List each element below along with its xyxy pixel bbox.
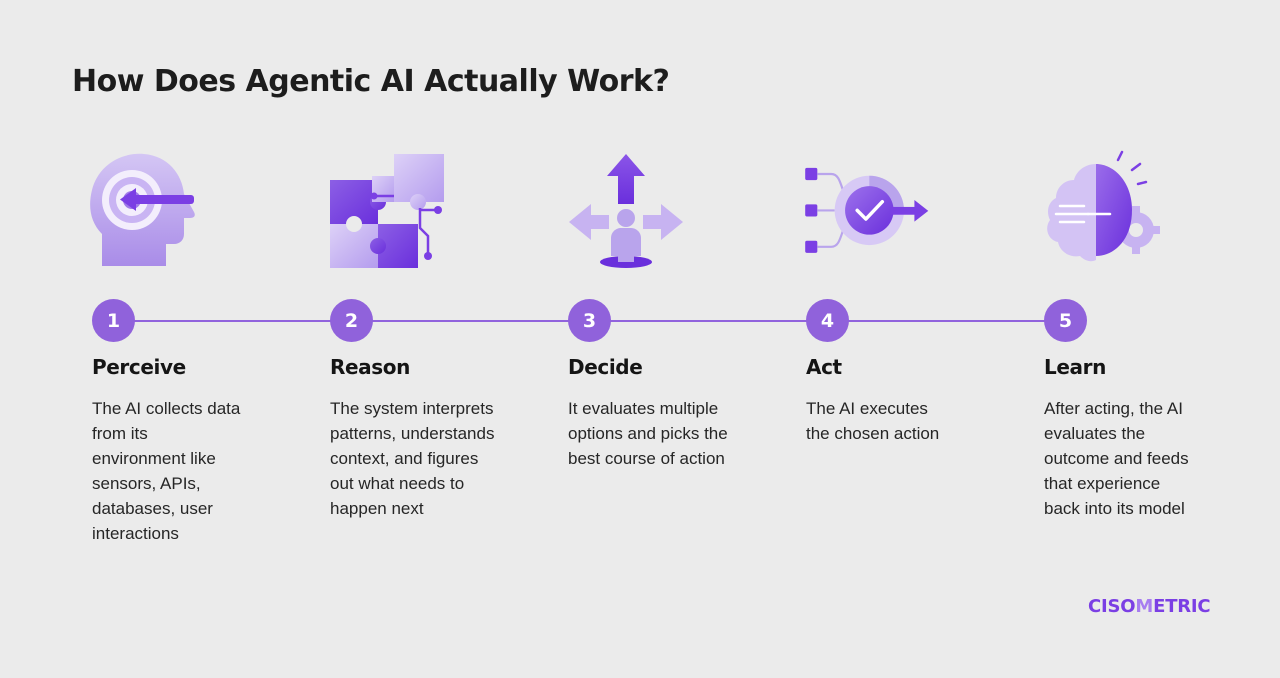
step-4-description: The AI executes the chosen action [806,399,940,443]
logo-part-3: ETRIC [1153,596,1211,617]
step-1-title: Perceive [92,355,186,379]
step-5-title: Learn [1044,355,1106,379]
step-4-title: Act [806,355,842,379]
cisometric-logo: CISOMETRIC [1088,596,1211,617]
step-5-number: 5 [1044,299,1087,342]
step-2-number: 2 [330,299,373,342]
brain-gear-icon [1047,150,1160,262]
logo-part-1: CISO [1088,596,1136,617]
step-5-description: After acting, the AI evaluates the outco… [1044,399,1189,518]
step-2-title: Reason [330,355,410,379]
step-3-number: 3 [568,299,611,342]
logo-part-2: M [1135,596,1154,617]
person-arrows-icon [569,154,683,268]
step-3-title: Decide [568,355,643,379]
step-2-description: The system interprets patterns, understa… [330,399,495,518]
puzzle-icon [330,154,444,268]
page-title: How Does Agentic AI Actually Work? [72,64,670,99]
head-target-icon [90,153,195,266]
check-flow-icon [805,167,929,253]
step-1-number: 1 [92,299,135,342]
step-1-description: The AI collects data from its environmen… [92,399,241,543]
step-3-description: It evaluates multiple options and picks … [568,399,728,468]
step-4-number: 4 [806,299,849,342]
